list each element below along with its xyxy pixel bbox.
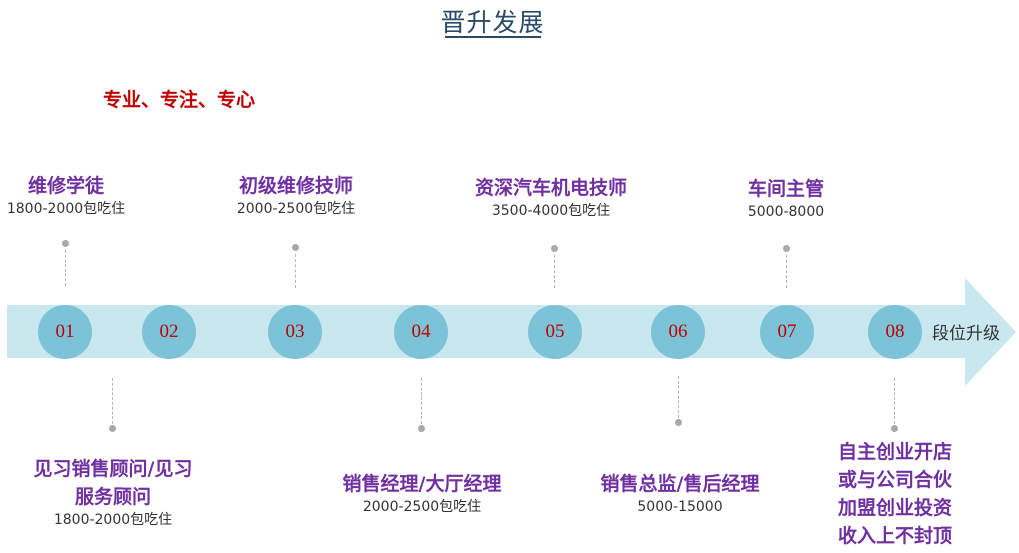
connector-dot bbox=[109, 425, 116, 432]
connector-line bbox=[786, 255, 787, 288]
step-circle-05: 05 bbox=[528, 305, 582, 359]
connector-dot bbox=[418, 425, 425, 432]
step-circle-08: 08 bbox=[868, 305, 922, 359]
connector-dot bbox=[891, 425, 898, 432]
connector-line bbox=[554, 255, 555, 288]
stage-salary: 3500-4000包吃住 bbox=[491, 203, 611, 219]
stage-title: 销售总监/售后经理 bbox=[600, 473, 760, 495]
page-title: 晋升发展 bbox=[440, 8, 545, 37]
stage-title: 服务顾问 bbox=[74, 486, 151, 508]
stage-junior-technician: 初级维修技师 2000-2500包吃住 bbox=[226, 172, 366, 218]
stage-title: 收入上不封顶 bbox=[837, 525, 952, 547]
stage-title: 资深汽车机电技师 bbox=[474, 177, 627, 199]
connector-line bbox=[421, 378, 422, 424]
connector-dot bbox=[292, 244, 299, 251]
stage-senior-technician: 资深汽车机电技师 3500-4000包吃住 bbox=[461, 174, 641, 220]
slogan: 专业、专注、专心 bbox=[103, 89, 256, 111]
stage-entrepreneur: 自主创业开店 或与公司合伙 加盟创业投资 收入上不封顶 bbox=[825, 438, 965, 550]
stage-salary: 5000-8000 bbox=[747, 204, 825, 220]
stage-sales-manager: 销售经理/大厅经理 2000-2500包吃住 bbox=[327, 470, 517, 516]
step-circle-07: 07 bbox=[760, 305, 814, 359]
stage-salary: 5000-15000 bbox=[637, 499, 723, 515]
stage-apprentice: 维修学徒 1800-2000包吃住 bbox=[6, 172, 126, 218]
stage-title: 车间主管 bbox=[747, 178, 824, 200]
stage-salary: 2000-2500包吃住 bbox=[236, 201, 356, 217]
stage-title: 或与公司合伙 bbox=[837, 469, 952, 491]
stage-title: 自主创业开店 bbox=[837, 441, 952, 463]
stage-salary: 1800-2000包吃住 bbox=[53, 512, 173, 528]
stage-title: 加盟创业投资 bbox=[837, 497, 952, 519]
stage-title: 维修学徒 bbox=[27, 175, 104, 197]
stage-title: 初级维修技师 bbox=[238, 175, 353, 197]
stage-workshop-supervisor: 车间主管 5000-8000 bbox=[726, 175, 846, 221]
step-circle-01: 01 bbox=[38, 305, 92, 359]
stage-trainee-consultant: 见习销售顾问/见习 服务顾问 1800-2000包吃住 bbox=[18, 455, 208, 529]
connector-line bbox=[65, 250, 66, 286]
stage-title: 销售经理/大厅经理 bbox=[342, 473, 502, 495]
connector-line bbox=[112, 378, 113, 424]
connector-dot bbox=[783, 245, 790, 252]
connector-dot bbox=[551, 245, 558, 252]
step-circle-02: 02 bbox=[142, 305, 196, 359]
stage-salary: 2000-2500包吃住 bbox=[362, 499, 482, 515]
step-circle-04: 04 bbox=[394, 305, 448, 359]
stage-sales-director: 销售总监/售后经理 5000-15000 bbox=[585, 470, 775, 516]
connector-line bbox=[295, 254, 296, 288]
stage-title: 见习销售顾问/见习 bbox=[33, 458, 193, 480]
connector-dot bbox=[675, 419, 682, 426]
title-underline bbox=[445, 36, 541, 38]
step-circle-03: 03 bbox=[268, 305, 322, 359]
connector-dot bbox=[62, 240, 69, 247]
connector-line bbox=[678, 376, 679, 418]
connector-line bbox=[894, 378, 895, 424]
stage-salary: 1800-2000包吃住 bbox=[6, 201, 126, 217]
arrow-label: 段位升级 bbox=[932, 324, 1000, 344]
step-circle-06: 06 bbox=[651, 305, 705, 359]
